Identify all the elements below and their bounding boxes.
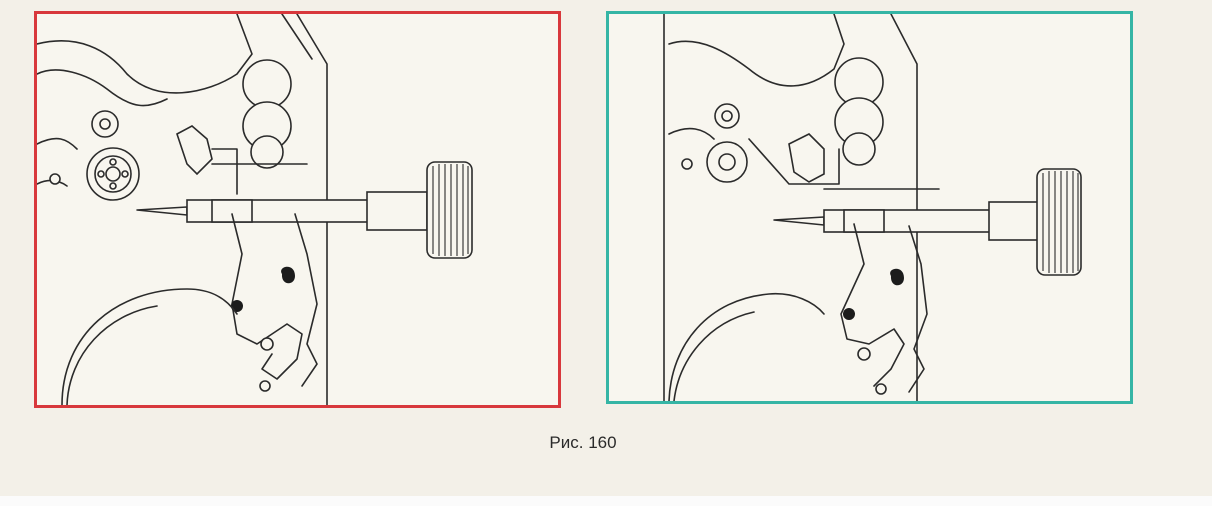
yoke-lever: [231, 213, 303, 380]
pivot-dot-lower: [843, 308, 855, 320]
crown-knurling: [432, 164, 469, 256]
screw-hole-left: [681, 158, 693, 170]
figure-caption: Рис. 160: [549, 433, 617, 452]
clutch-lever: [176, 125, 213, 176]
winding-pinion: [706, 141, 748, 183]
screw-hole-left: [49, 173, 61, 185]
screw-hole-lower: [857, 347, 871, 361]
stem-collar: [366, 191, 428, 231]
page-bottom-strip: [0, 496, 1212, 506]
crown-wheel: [91, 110, 119, 138]
left-diagram-panel: [34, 11, 561, 408]
crown: [426, 161, 473, 259]
pivot-dot-upper: [890, 268, 904, 286]
top-plate-outline: [37, 14, 253, 94]
setting-spring: [748, 138, 940, 190]
crown: [1036, 168, 1082, 276]
plate-edge-inner: [281, 14, 313, 60]
upper-lever-outline: [37, 69, 168, 107]
setting-lever: [294, 213, 318, 387]
barrel-inner: [673, 311, 755, 401]
jewel-circle-low: [842, 132, 876, 166]
winding-pinion: [86, 147, 140, 201]
right-diagram-panel: [606, 11, 1133, 404]
jewel-circle-top: [242, 59, 292, 109]
sliding-pinion: [843, 209, 885, 233]
clutch-lever: [788, 133, 825, 183]
barrel-outline: [668, 292, 825, 401]
stem-tip: [773, 216, 825, 226]
crown-wheel: [714, 103, 740, 129]
crown-knurling: [1042, 171, 1079, 273]
sliding-pinion: [211, 199, 253, 223]
plate-edge: [296, 14, 328, 405]
stem-tip: [136, 206, 188, 216]
barrel-inner: [66, 305, 158, 405]
right-mechanism-drawing: [663, 14, 1082, 401]
left-mechanism-drawing: [37, 14, 473, 405]
pivot-dot-upper: [281, 266, 295, 284]
left-bridge: [668, 127, 715, 140]
setting-lever: [908, 225, 928, 393]
screw-hole-bottom: [875, 383, 887, 395]
pivot-dot-lower: [231, 300, 243, 312]
screw-hole-lower: [260, 337, 274, 351]
barrel-outline: [61, 288, 238, 405]
setting-spring: [211, 148, 308, 195]
jewel-circle-low: [250, 135, 284, 169]
plate-edge: [890, 14, 918, 401]
screw-hole-bottom: [259, 380, 271, 392]
yoke-lever: [840, 223, 905, 387]
top-plate-outline: [668, 14, 845, 87]
